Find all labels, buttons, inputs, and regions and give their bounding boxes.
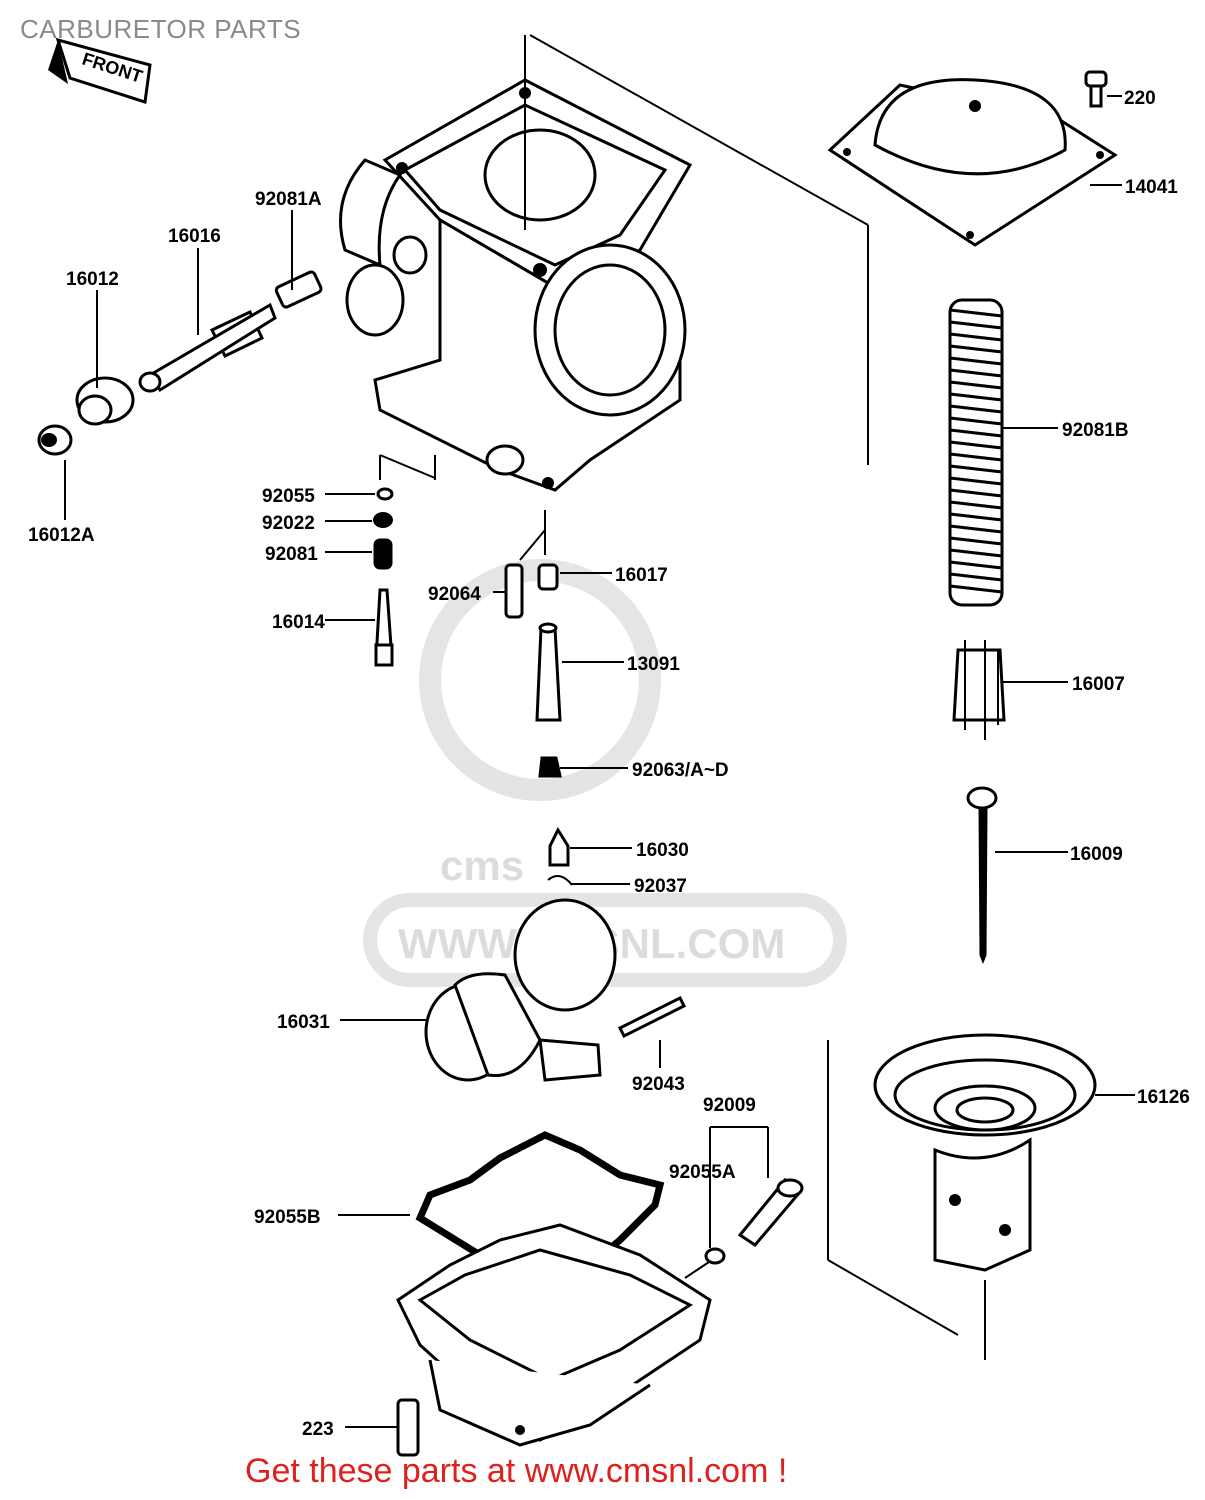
jet-needle-16009: [966, 786, 998, 965]
part-label-16017: 16017: [615, 565, 668, 586]
carburetor-body: [339, 78, 693, 492]
part-label-16030: 16030: [636, 840, 689, 861]
part-label-13091: 13091: [627, 654, 680, 675]
pilot-screw-assembly: [37, 270, 323, 456]
part-label-92022: 92022: [262, 513, 315, 534]
vacuum-piston-16126: [873, 1033, 1097, 1272]
drain-screw-92009: [704, 1126, 804, 1265]
part-label-223: 223: [302, 1419, 334, 1440]
watermark-brand: cms: [440, 842, 524, 889]
cms-watermark: cms WWW.CMSNL.COM: [363, 559, 847, 987]
part-labels: 220 14041 92081B 16007 16009 16126 92081…: [28, 88, 1190, 1440]
page-title: CARBURETOR PARTS: [20, 14, 302, 44]
float-valve-16030: [547, 826, 573, 886]
part-label-92081b: 92081B: [1062, 420, 1129, 441]
part-label-92055: 92055: [262, 486, 315, 507]
part-label-14041: 14041: [1125, 177, 1178, 198]
part-label-92037: 92037: [634, 876, 687, 897]
part-label-16014: 16014: [272, 612, 325, 633]
float-16031: [424, 898, 687, 1082]
alignment-lines: [379, 34, 986, 1360]
part-label-92009: 92009: [703, 1095, 756, 1116]
part-label-16016: 16016: [168, 226, 221, 247]
part-label-16007: 16007: [1072, 674, 1125, 695]
spring-92081b: [948, 298, 1004, 607]
part-label-92081: 92081: [265, 544, 318, 565]
part-label-16031: 16031: [277, 1012, 330, 1033]
main-jet-parts: [504, 563, 562, 778]
part-label-92043: 92043: [632, 1074, 685, 1095]
part-label-92081a: 92081A: [255, 189, 322, 210]
vacuum-cover: [827, 78, 1118, 247]
leader-lines: [64, 95, 1135, 1428]
part-label-16012: 16012: [66, 269, 119, 290]
footer-cta-link[interactable]: Get these parts at www.cmsnl.com !: [245, 1452, 788, 1490]
part-label-92063: 92063/A~D: [632, 760, 729, 781]
float-bowl: [396, 1223, 712, 1447]
screw-220: [1084, 70, 1108, 108]
part-label-16126: 16126: [1137, 1087, 1190, 1108]
front-direction-marker: FRONT: [48, 37, 152, 104]
part-label-92055a: 92055A: [669, 1162, 736, 1183]
part-label-16012a: 16012A: [28, 525, 95, 546]
needle-holder-16007: [952, 640, 1006, 740]
part-label-220: 220: [1124, 88, 1156, 109]
part-label-92064: 92064: [428, 584, 481, 605]
part-label-16009: 16009: [1070, 844, 1123, 865]
small-jet-stack: [373, 487, 394, 667]
part-label-92055b: 92055B: [254, 1207, 321, 1228]
screw-223: [396, 1398, 420, 1457]
